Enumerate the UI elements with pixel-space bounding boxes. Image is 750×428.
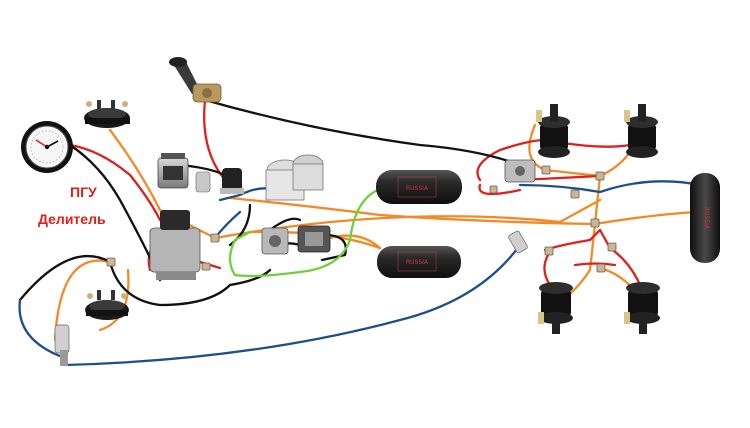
svg-text:RUSSIA: RUSSIA xyxy=(406,185,429,192)
green-lines xyxy=(228,188,380,278)
relay-valve-left xyxy=(261,227,289,255)
rear-chamber-top-right xyxy=(624,104,658,158)
receiver-top: RUSSIA xyxy=(376,170,462,204)
rear-chamber-bottom-right xyxy=(624,282,660,334)
drain-valve-right xyxy=(508,230,528,254)
tee-fitting xyxy=(595,171,605,181)
filter-block xyxy=(265,154,324,201)
tee-fitting xyxy=(596,263,606,273)
svg-text:RUSSIA: RUSSIA xyxy=(406,259,429,266)
air-lines xyxy=(18,98,702,367)
pipe-fittings xyxy=(106,165,617,273)
tee-fitting xyxy=(489,185,498,194)
air-compressor xyxy=(157,153,189,189)
regulator xyxy=(195,171,211,193)
tee-fitting xyxy=(210,233,220,243)
relay-valve-right xyxy=(297,225,331,253)
rear-chamber-bottom-left xyxy=(538,282,573,334)
front-brake-chamber-upper xyxy=(84,100,130,128)
tee-fitting xyxy=(607,242,617,252)
front-brake-chamber-lower xyxy=(85,290,129,320)
svg-text:RUSSIA: RUSSIA xyxy=(703,207,710,230)
tee-fitting xyxy=(544,246,554,256)
air-dryer xyxy=(220,168,244,194)
four-circuit-valve xyxy=(149,210,201,280)
rear-relay-valve xyxy=(504,159,536,183)
tee-fitting xyxy=(541,165,551,175)
rear-chamber-top-left xyxy=(536,104,570,158)
drain-valve-left xyxy=(54,324,70,366)
label-divider: Делитель xyxy=(38,211,106,227)
tee-fitting xyxy=(201,262,211,271)
parking-hand-valve xyxy=(169,57,222,103)
receiver-bottom: RUSSIA xyxy=(377,246,461,278)
tee-fitting xyxy=(570,189,580,199)
pressure-gauge xyxy=(21,121,73,173)
tee-fitting xyxy=(590,218,600,228)
tee-fitting xyxy=(106,257,116,267)
receiver-rear-vertical: RUSSIA xyxy=(690,173,720,263)
label-pgu: ПГУ xyxy=(70,184,97,200)
